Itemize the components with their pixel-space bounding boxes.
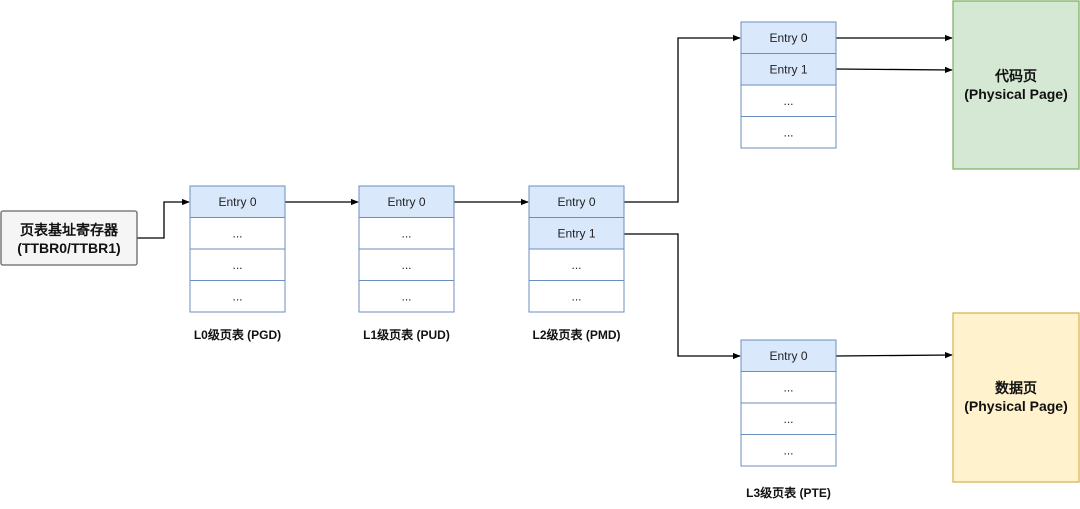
ellipsis-label: ...: [783, 380, 793, 394]
ellipsis-label: ...: [232, 258, 242, 272]
arrow-register-to-l0: [137, 198, 190, 239]
base-register-subtitle: (TTBR0/TTBR1): [17, 240, 120, 256]
entry-label: Entry 0: [769, 31, 807, 45]
page-table-l2: Entry 0 Entry 1...... L2级页表 (PMD): [528, 185, 625, 342]
ellipsis-label: ...: [783, 412, 793, 426]
table-caption-l3b: L3级页表 (PTE): [746, 485, 831, 500]
ellipsis-label: ...: [401, 258, 411, 272]
table-entry-cell: [740, 339, 837, 372]
entry-label: Entry 0: [769, 349, 807, 363]
table-entry-cell: [740, 402, 837, 435]
ellipsis-label: ...: [401, 289, 411, 303]
entry-label: Entry 1: [769, 62, 807, 76]
table-entry-cell: [189, 280, 286, 313]
table-entry-cell: [189, 185, 286, 218]
code-page-title: 代码页: [994, 68, 1037, 84]
page-table-l3a: Entry 0 Entry 1......: [740, 21, 837, 149]
base-register-title: 页表基址寄存器: [20, 222, 119, 238]
code-page-box: 代码页 (Physical Page): [952, 0, 1080, 170]
entry-label: Entry 0: [218, 195, 256, 209]
arrow-l2-entry0-to-l3a: [624, 34, 741, 203]
table-entry-cell: [189, 248, 286, 281]
base-register-box: 页表基址寄存器 (TTBR0/TTBR1): [0, 210, 138, 266]
entry-label: Entry 0: [387, 195, 425, 209]
page-table-l0: Entry 0......... L0级页表 (PGD): [189, 185, 286, 342]
table-entry-cell: [528, 248, 625, 281]
ellipsis-label: ...: [571, 289, 581, 303]
ellipsis-label: ...: [232, 226, 242, 240]
table-entry-cell: [740, 371, 837, 404]
ellipsis-label: ...: [571, 258, 581, 272]
table-entry-cell: [358, 185, 455, 218]
table-entry-cell: [740, 116, 837, 149]
entry-label: Entry 0: [557, 195, 595, 209]
ellipsis-label: ...: [783, 443, 793, 457]
ellipsis-label: ...: [232, 289, 242, 303]
table-entry-cell: [358, 280, 455, 313]
arrow-l3a-entry1-to-code-page: [835, 66, 953, 74]
data-page-box: 数据页 (Physical Page): [952, 312, 1080, 483]
table-caption-l1: L1级页表 (PUD): [363, 327, 450, 342]
page-table-l3b: Entry 0......... L3级页表 (PTE): [740, 339, 837, 500]
table-entry-cell: [528, 280, 625, 313]
table-entry-cell: [740, 434, 837, 467]
table-entry-cell: [528, 217, 625, 250]
connectors: [137, 34, 953, 360]
table-caption-l2: L2级页表 (PMD): [533, 327, 621, 342]
table-entry-cell: [358, 248, 455, 281]
data-page-subtitle: (Physical Page): [964, 398, 1068, 414]
page-tables: Entry 0.........L0级页表 (PGD)Entry 0......…: [189, 21, 837, 500]
table-entry-cell: [740, 53, 837, 86]
arrow-l2-entry1-to-l3b: [624, 233, 741, 360]
ellipsis-label: ...: [401, 226, 411, 240]
table-entry-cell: [358, 217, 455, 250]
entry-label: Entry 1: [557, 226, 595, 240]
table-caption-l0: L0级页表 (PGD): [194, 327, 281, 342]
table-entry-cell: [740, 84, 837, 117]
ellipsis-label: ...: [783, 125, 793, 139]
ellipsis-label: ...: [783, 94, 793, 108]
code-page-subtitle: (Physical Page): [964, 86, 1068, 102]
data-page-title: 数据页: [995, 380, 1037, 396]
page-table-l1: Entry 0......... L1级页表 (PUD): [358, 185, 455, 342]
arrow-l3b-entry0-to-data-page: [835, 351, 953, 359]
